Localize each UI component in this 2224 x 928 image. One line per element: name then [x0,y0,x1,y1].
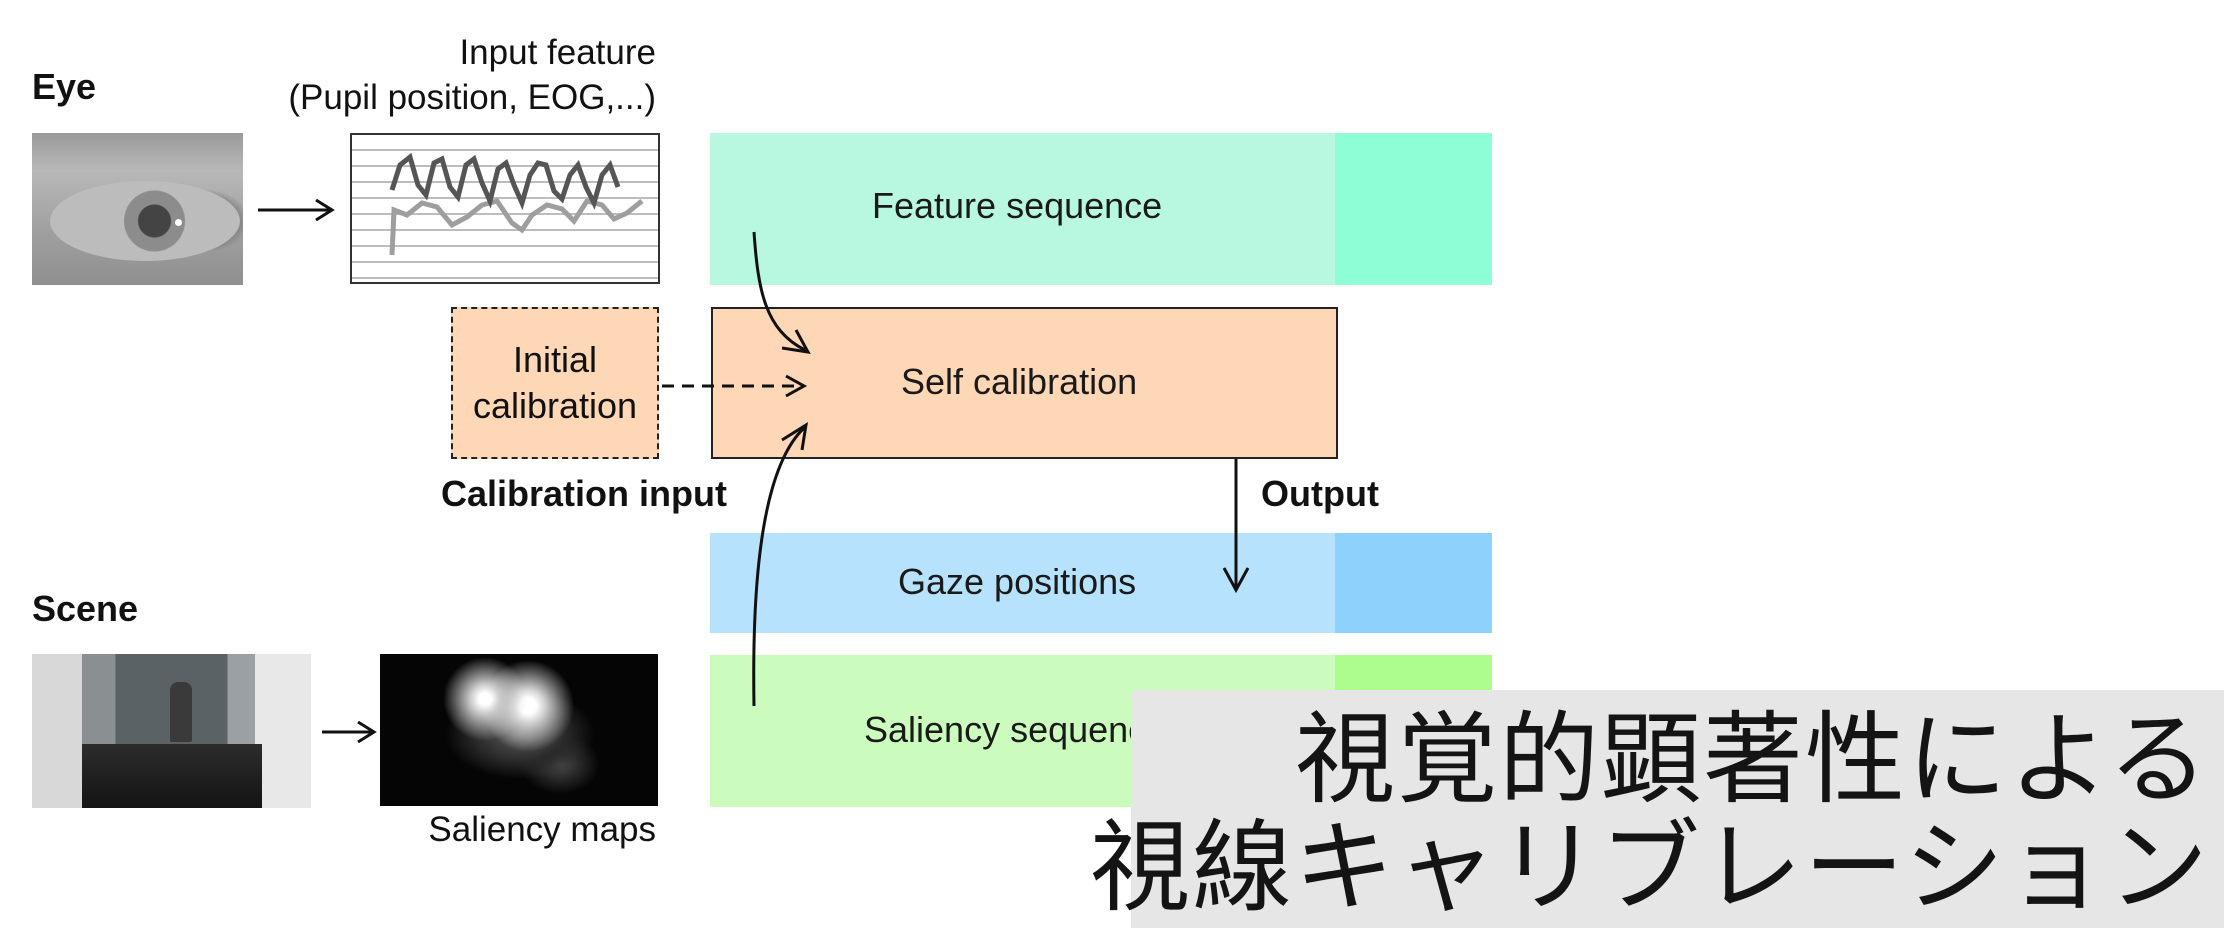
initial-calibration-line2: calibration [472,385,638,426]
input-feature-line2: (Pupil position, EOG,...) [288,78,656,117]
eye-glint [175,219,182,226]
input-feature-plot [350,133,660,284]
scene-photo [32,654,311,808]
scene-floor [82,744,262,808]
overlay-title-line2: 視線キャリブレーション [1090,809,2210,926]
initial-calibration-line1: Initial [512,339,598,380]
input-feature-signals [389,152,644,256]
scene-person [170,682,192,742]
saliency-sequence-label: Saliency sequence [864,709,1167,750]
eye-title: Eye [32,66,97,107]
title-overlay: 視覚的顕著性による 視線キャリブレーション [1090,690,2224,928]
scene-to-saliency-arrowhead [357,720,377,744]
self-calibration-box: Self calibration [711,307,1338,459]
gaze-positions-label: Gaze positions [898,561,1137,602]
saliency-to-calibration-arrow [752,426,806,707]
input-feature-line1: Input feature [459,33,656,72]
feature-sequence-label: Feature sequence [872,185,1163,226]
feature-to-calibration-arrowhead [781,329,811,354]
output-label: Output [1261,473,1379,514]
saliency-to-calibration-arrowhead [781,421,809,451]
overlay-title-line1: 視覚的顕著性による [1295,701,2210,818]
self-calibration-label: Self calibration [901,361,1138,402]
initial-to-self-arrowhead [785,374,808,398]
saliency-map [380,654,658,806]
input-feature-caption: Input feature (Pupil position, EOG,...) [288,30,656,120]
feature-sequence-accent [1335,133,1492,285]
eye-shape [50,181,240,261]
initial-calibration-box: Initial calibration [451,307,659,459]
calibration-input-label: Calibration input [441,473,727,514]
feature-sequence-band: Feature sequence [710,133,1492,285]
feature-to-calibration-arrow [752,231,806,352]
eye-to-feature-arrowhead [315,198,335,222]
gaze-positions-accent [1335,533,1492,633]
saliency-maps-caption: Saliency maps [428,810,656,849]
scene-title: Scene [32,588,139,629]
output-arrowhead [1222,567,1250,594]
eye-photo [32,133,243,285]
gaze-positions-band: Gaze positions [710,533,1492,633]
